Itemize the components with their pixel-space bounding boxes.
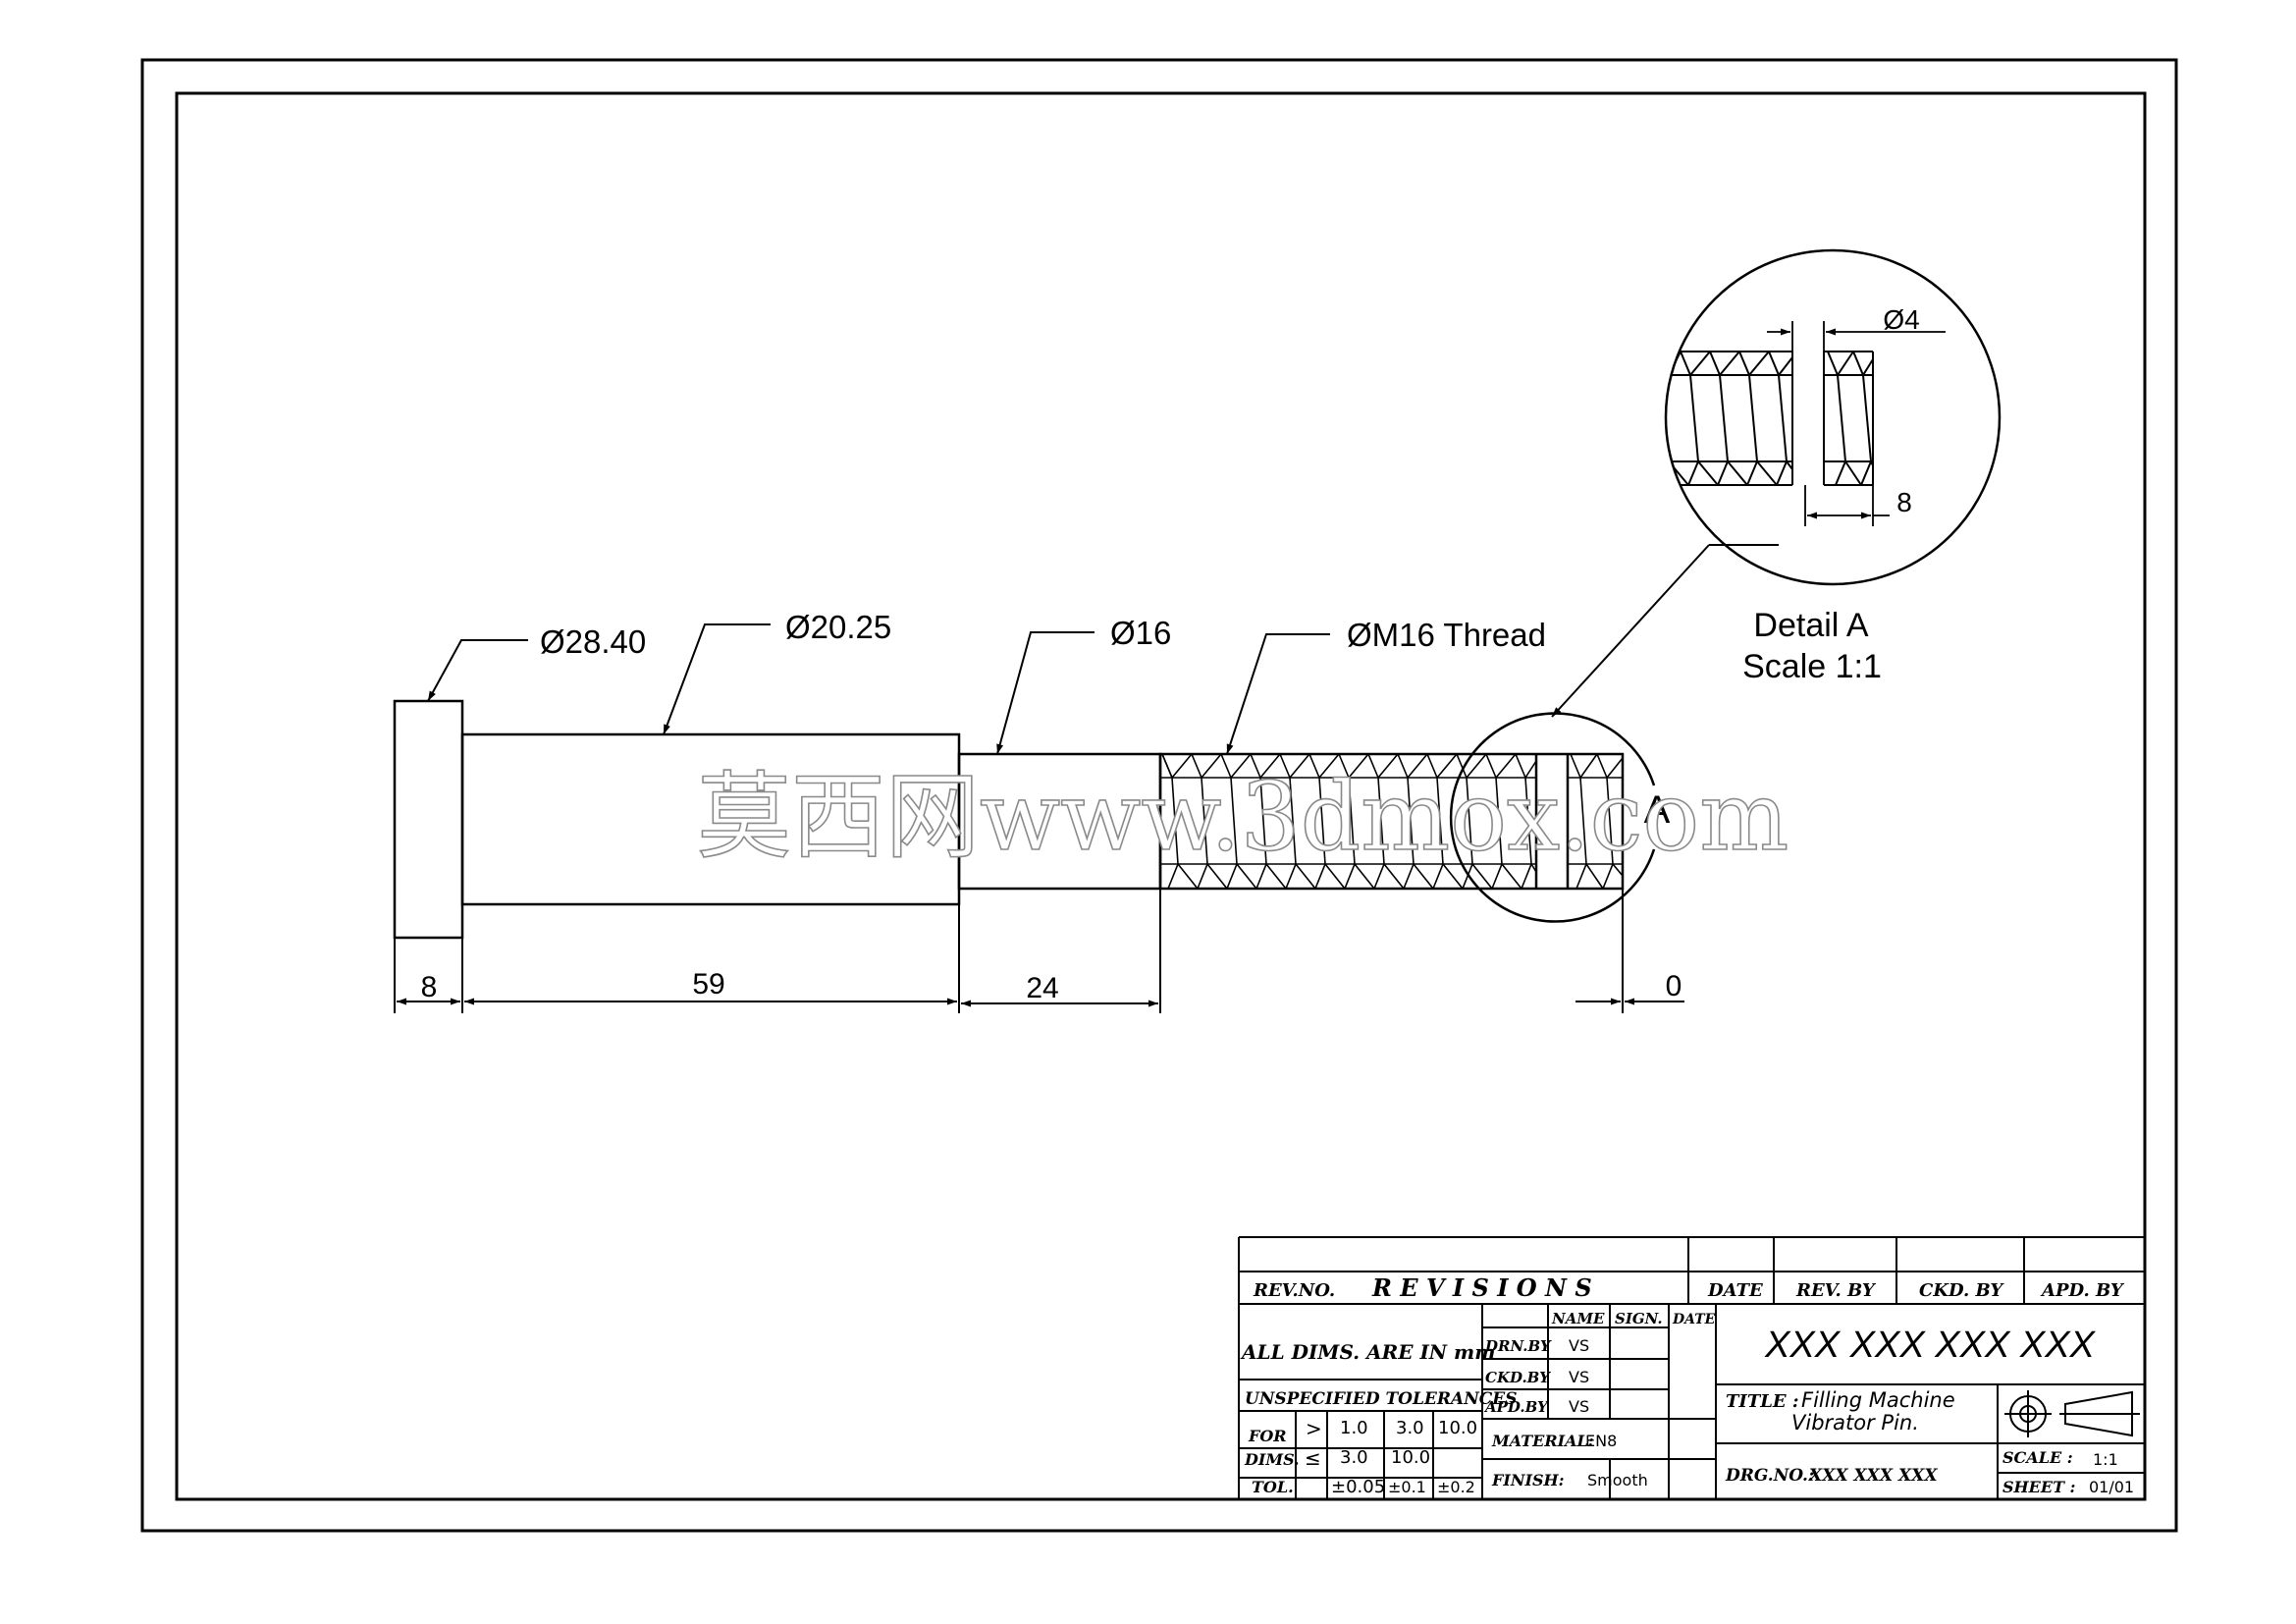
tb-drn-val: VS xyxy=(1569,1336,1589,1355)
tb-company: XXX XXX XXX XXX xyxy=(1764,1325,2096,1366)
tb-scale-val: 1:1 xyxy=(2093,1450,2118,1469)
tb-r2-b: 10.0 xyxy=(1391,1447,1430,1468)
dim-neck-length: 24 xyxy=(1026,972,1058,1004)
detail-scale: Scale 1:1 xyxy=(1742,648,1882,685)
tb-gt: > xyxy=(1306,1417,1322,1440)
pin-head xyxy=(393,699,464,940)
tb-name: NAME xyxy=(1551,1310,1605,1327)
tb-revisions: R E V I S I O N S xyxy=(1371,1273,1592,1302)
tb-finish-label: FINISH: xyxy=(1491,1471,1565,1489)
tb-apd-by: APD. BY xyxy=(2040,1280,2125,1301)
detail-title: Detail A xyxy=(1753,607,1868,644)
dim-head-diameter: Ø28.40 xyxy=(540,623,646,660)
tb-title-label: TITLE : xyxy=(1726,1391,1799,1412)
tb-rev-by: REV. BY xyxy=(1795,1280,1877,1301)
tb-r1-a: 1.0 xyxy=(1340,1418,1368,1438)
detail-dim-length: 8 xyxy=(1896,487,1912,517)
tb-ckd-by: CKD. BY xyxy=(1919,1280,2004,1301)
tb-finish-val: Smooth xyxy=(1587,1471,1648,1489)
thread-pattern xyxy=(1160,753,1624,890)
dim-shank-length: 59 xyxy=(692,968,724,1001)
tb-sign: SIGN. xyxy=(1615,1310,1663,1327)
title-block xyxy=(1238,1236,2145,1499)
dim-neck-diameter: Ø16 xyxy=(1110,615,1171,651)
diameter-leaders xyxy=(427,544,1779,755)
tb-r3-b: ±0.1 xyxy=(1388,1478,1426,1496)
dim-end-length: 0 xyxy=(1666,970,1682,1002)
tb-material-label: MATERIAL: xyxy=(1491,1432,1594,1450)
tb-ckd-by2: CKD.BY xyxy=(1485,1369,1551,1386)
tb-title-line1: Filling Machine xyxy=(1801,1388,1955,1412)
tb-title-line2: Vibrator Pin. xyxy=(1791,1411,1919,1435)
tb-sheet-val: 01/01 xyxy=(2089,1478,2134,1496)
tb-r1-c: 10.0 xyxy=(1438,1418,1477,1438)
tb-unspec-tol: UNSPECIFIED TOLERANCES xyxy=(1245,1389,1518,1409)
inner-frame xyxy=(175,91,2147,1501)
tb-r1-b: 3.0 xyxy=(1396,1418,1424,1438)
length-dimensions xyxy=(394,889,1684,1013)
tb-sheet-label: SHEET : xyxy=(2002,1478,2076,1496)
tb-material-val: EN8 xyxy=(1585,1432,1617,1450)
tb-date2: DATE xyxy=(1672,1312,1716,1327)
tb-r2-a: 3.0 xyxy=(1340,1447,1368,1468)
tb-date: DATE xyxy=(1707,1280,1763,1301)
outer-frame xyxy=(140,58,2178,1533)
dim-thread-callout: ØM16 Thread xyxy=(1347,617,1546,653)
tb-le: ≤ xyxy=(1305,1446,1321,1470)
tb-drg-label: DRG.NO.: xyxy=(1725,1466,1814,1486)
tb-r3-c: ±0.2 xyxy=(1437,1478,1475,1496)
tb-apd-val: VS xyxy=(1569,1397,1589,1416)
tb-for: FOR xyxy=(1248,1427,1287,1445)
detail-marker-label: A xyxy=(1644,788,1671,832)
dim-shank-diameter: Ø20.25 xyxy=(785,609,891,645)
tb-r3-a: ±0.05 xyxy=(1331,1477,1385,1497)
tb-dims: DIMS. xyxy=(1244,1450,1300,1469)
tb-all-dims: ALL DIMS. ARE IN mm xyxy=(1240,1340,1495,1364)
tb-drg-val: XXX XXX XXX xyxy=(1808,1466,1938,1486)
tb-tol: TOL. xyxy=(1252,1478,1294,1496)
pin-thread xyxy=(1158,752,1625,891)
tb-drn-by: DRN.BY xyxy=(1484,1337,1552,1355)
detail-marker: A xyxy=(1449,712,1671,923)
tb-apd-by2: APD.BY xyxy=(1483,1398,1549,1416)
watermark: 莫西网www.3dmox.com xyxy=(697,762,1789,872)
tb-ckd-val: VS xyxy=(1569,1368,1589,1386)
detail-view: Ø4 8 xyxy=(1664,248,2002,586)
pin-profile xyxy=(393,699,1625,940)
detail-dim-diameter: Ø4 xyxy=(1883,304,1919,335)
tb-scale-label: SCALE : xyxy=(2002,1448,2073,1467)
tb-rev-no: REV.NO. xyxy=(1253,1280,1335,1301)
dim-head-length: 8 xyxy=(421,971,438,1003)
